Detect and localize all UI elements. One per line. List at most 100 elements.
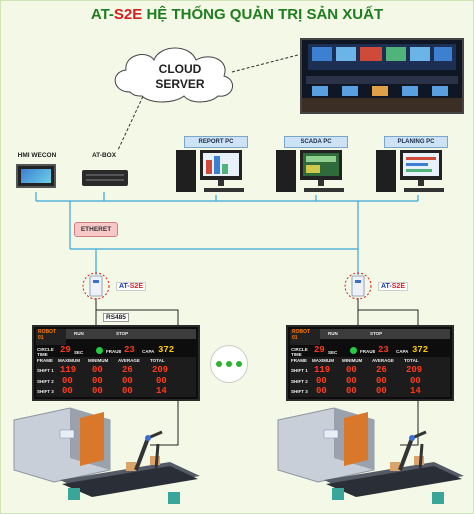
planing-pc-label: PLANING PC bbox=[384, 136, 448, 148]
s2e-circle-right bbox=[344, 272, 372, 300]
board-shift3-label: SHIFT 3 bbox=[37, 389, 54, 394]
board-shift2-label: SHIFT 2 bbox=[37, 379, 54, 384]
cloud-shape bbox=[114, 47, 233, 103]
ethernet-label: ETHERET bbox=[74, 222, 118, 237]
board-header bbox=[290, 329, 450, 339]
board-shift3-min: 00 bbox=[346, 386, 357, 396]
board-shift2-min: 00 bbox=[346, 376, 357, 386]
board-shift1-max: 119 bbox=[60, 365, 77, 375]
board-header bbox=[36, 329, 196, 339]
board-shift1-avg: 26 bbox=[122, 365, 133, 375]
atbox-label: AT-BOX bbox=[91, 152, 117, 159]
s2e-tag-left-brand: S2E bbox=[129, 283, 143, 290]
board-shift2-label: SHIFT 2 bbox=[291, 379, 308, 384]
title-rest: HỆ THỐNG QUẢN TRỊ SẢN XUẤT bbox=[142, 6, 384, 23]
board-shift1-max: 119 bbox=[314, 365, 331, 375]
board-shift1-label: SHIFT 1 bbox=[37, 368, 54, 373]
report-pc-label: REPORT PC bbox=[184, 136, 248, 148]
board-col-frame: FRAME bbox=[291, 358, 307, 363]
board-shift2-avg: 00 bbox=[376, 376, 387, 386]
board-cycle-label: CIRCLE TIME bbox=[291, 347, 308, 357]
cloud-server-label: CLOUD SERVER bbox=[140, 62, 220, 92]
board-capa-label: CAPA bbox=[142, 349, 155, 354]
title-prefix: AT- bbox=[90, 6, 114, 23]
more-lines-indicator bbox=[210, 345, 248, 383]
s2e-tag-left-prefix: AT- bbox=[119, 283, 130, 290]
board-shift1-min: 00 bbox=[346, 365, 357, 375]
production-line-right bbox=[277, 407, 464, 504]
board-stop-label: STOP bbox=[116, 331, 129, 336]
board-shift1-min: 00 bbox=[92, 365, 103, 375]
board-cycle-value: 29 bbox=[314, 345, 325, 355]
board-robot-label: ROBOT bbox=[38, 329, 57, 335]
board-col-frame: FRAME bbox=[37, 358, 53, 363]
board-col-avg: AVERAGE bbox=[118, 358, 140, 363]
board-run-label: RUN bbox=[328, 331, 338, 336]
board-shift2-total: 00 bbox=[156, 376, 167, 386]
board-cycle-label: CIRCLE TIME bbox=[37, 347, 54, 357]
board-shift3-max: 00 bbox=[62, 386, 73, 396]
title-brand: S2E bbox=[113, 6, 143, 23]
board-col-max: MAXIMUM bbox=[58, 358, 80, 363]
s2e-circle-left bbox=[82, 272, 110, 300]
diagram-title: AT-S2E HỆ THỐNG QUẢN TRỊ SẢN XUẤT bbox=[0, 6, 474, 23]
board-col-min: MINIMUM bbox=[88, 358, 109, 363]
board-shift2-avg: 00 bbox=[122, 376, 133, 386]
atbox-device bbox=[82, 170, 128, 186]
board-shift2-max: 00 bbox=[62, 376, 73, 386]
hmi-label: HMI WECON bbox=[17, 152, 57, 159]
board-capa-value: 372 bbox=[412, 345, 429, 355]
board-fraud-label: FRAU8 bbox=[360, 349, 376, 354]
board-cycle-value: 29 bbox=[60, 345, 71, 355]
run-lamp bbox=[350, 347, 357, 354]
board-col-avg: AVERAGE bbox=[372, 358, 394, 363]
cloud-link-atbox bbox=[117, 91, 146, 151]
board-shift3-avg: 00 bbox=[376, 386, 387, 396]
board-grid bbox=[290, 357, 450, 397]
hmi-device bbox=[16, 164, 56, 188]
board-robot-number: 01 bbox=[38, 335, 44, 341]
s2e-tag-right: AT-S2E bbox=[378, 282, 408, 291]
board-shift2-min: 00 bbox=[92, 376, 103, 386]
board-fraud-value: 23 bbox=[378, 345, 389, 355]
planing-pc-icon bbox=[376, 150, 444, 192]
rs485-label: RS485 bbox=[103, 313, 129, 322]
board-capa-label: CAPA bbox=[396, 349, 409, 354]
report-pc-icon bbox=[176, 150, 244, 192]
board-shift2-max: 00 bbox=[316, 376, 327, 386]
board-shift1-total: 209 bbox=[152, 365, 169, 375]
control-room-image bbox=[300, 38, 464, 114]
board-shift2-total: 00 bbox=[410, 376, 421, 386]
s2e-tag-right-prefix: AT- bbox=[381, 283, 392, 290]
production-line-left bbox=[13, 407, 200, 504]
scada-pc-label: SCADA PC bbox=[284, 136, 348, 148]
scada-pc-icon bbox=[276, 150, 344, 192]
run-lamp bbox=[96, 347, 103, 354]
board-sec-label: SEC bbox=[74, 350, 84, 355]
board-shift3-max: 00 bbox=[316, 386, 327, 396]
board-shift1-avg: 26 bbox=[376, 365, 387, 375]
board-robot-label: ROBOT bbox=[292, 329, 311, 335]
board-shift3-label: SHIFT 3 bbox=[291, 389, 308, 394]
board-col-max: MAXIMUM bbox=[312, 358, 334, 363]
board-run-label: RUN bbox=[74, 331, 84, 336]
board-robot-number: 01 bbox=[292, 335, 298, 341]
board-col-total: TOTAL bbox=[404, 358, 419, 363]
control-room-art bbox=[302, 40, 462, 112]
board-fraud-label: FRAU8 bbox=[106, 349, 122, 354]
board-shift3-total: 14 bbox=[410, 386, 421, 396]
board-sec-label: SEC bbox=[328, 350, 338, 355]
cloud-line1: CLOUD bbox=[158, 62, 202, 76]
board-stop-label: STOP bbox=[370, 331, 383, 336]
board-grid bbox=[36, 357, 196, 397]
cloud-line2: SERVER bbox=[155, 77, 205, 91]
board-fraud-value: 23 bbox=[124, 345, 135, 355]
board-shift1-total: 209 bbox=[406, 365, 423, 375]
s2e-tag-left: AT-S2E bbox=[116, 282, 146, 291]
